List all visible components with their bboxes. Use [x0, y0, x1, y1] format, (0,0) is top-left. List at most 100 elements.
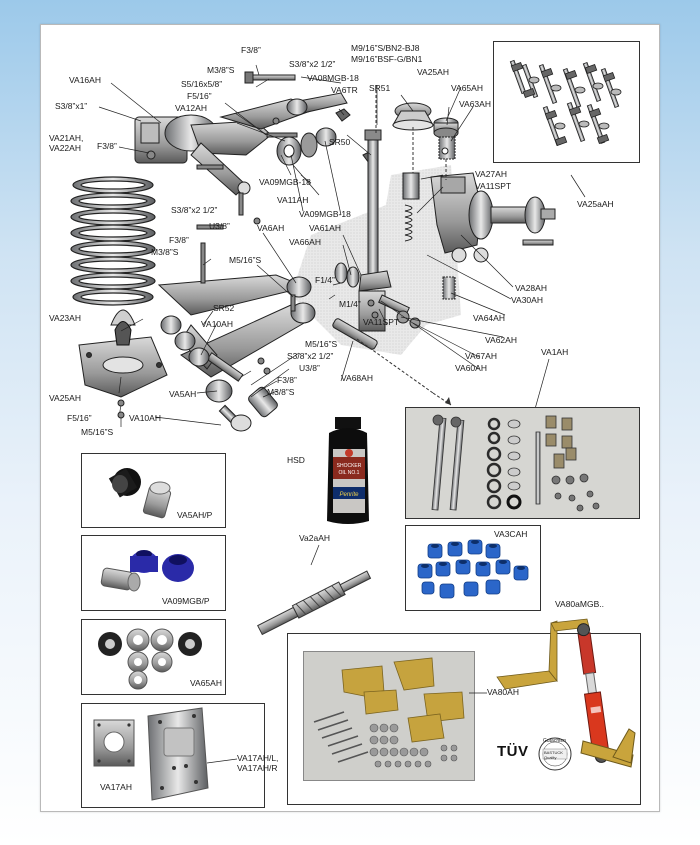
dashed-guides	[356, 85, 452, 406]
lower-bushes	[160, 315, 210, 367]
label-va08mgb18: VA08MGB-18	[307, 73, 359, 83]
label-va27ah: VA27AH	[475, 169, 507, 179]
dashed-arrowhead	[445, 397, 451, 405]
stud-m516	[290, 294, 296, 312]
label-f38-low: F3/8”	[277, 375, 297, 385]
bushes-top	[433, 117, 459, 160]
label-va60ah: VA60AH	[455, 363, 487, 373]
box-va17ah: VA17AH	[81, 703, 265, 808]
label-va61ah: VA61AH	[309, 223, 341, 233]
kit-box-va25aah	[493, 41, 640, 163]
va65ah-washers	[98, 628, 202, 690]
label-va5ahp: VA5AH/P	[177, 510, 213, 520]
telescopic-shock-kit	[496, 618, 636, 768]
seal-top-text: Gutachten	[543, 738, 567, 744]
box-va5ahp: VA5AH/P	[81, 453, 226, 528]
tuv-mark: TÜV	[497, 743, 529, 760]
bottle-sub: Penrite	[339, 492, 359, 498]
top-bolt	[250, 74, 296, 81]
bolt-va68ah	[332, 318, 378, 350]
label-va10ah-mid: VA10AH	[201, 319, 233, 329]
label-va11spt-top: VA11SPT	[475, 181, 512, 191]
label-f38-left: F3/8”	[97, 141, 117, 151]
va5ahp-bushes	[108, 468, 172, 519]
sleeve-va27ah	[402, 172, 420, 200]
label-va09mgb18-a: VA09MGB-18	[259, 177, 311, 187]
label-va21-22: VA21AH, VA22AH	[49, 133, 84, 153]
va3cah-bushes	[417, 539, 529, 599]
label-va11spt-low: VA11SPT	[363, 317, 400, 327]
label-s38x1: S3/8”x1”	[55, 101, 88, 111]
va17ah-plates	[93, 707, 209, 801]
box-va09mgbp: VA09MGB/P	[81, 535, 226, 611]
va80ah-hardware-photo	[304, 652, 474, 780]
bottle-brand-line1: SHOCKER	[337, 463, 362, 469]
label-va62ah: VA62AH	[485, 335, 517, 345]
spring-pan	[78, 309, 168, 398]
label-va10ah-low: VA10AH	[129, 413, 161, 423]
label-m516s-left: M5/16”S	[81, 427, 114, 437]
small-fasteners	[117, 117, 379, 419]
label-va1ah: VA1AH	[541, 347, 569, 357]
label-hsd: HSD	[287, 455, 305, 465]
label-va5ah: VA5AH	[169, 389, 197, 399]
label-va25ah-left: VA25AH	[49, 393, 81, 403]
bottle-brand-line2: OIL NO.1	[339, 470, 360, 476]
box-va65ah: VA65AH	[81, 619, 226, 695]
va1ah-kit-photo	[406, 408, 639, 518]
stud-va21	[196, 224, 224, 230]
bottle-graphic: SHOCKER OIL NO.1 Penrite	[327, 417, 369, 524]
label-va30ah: VA30AH	[511, 295, 543, 305]
seal-sub-text: BASTUCK Quality	[544, 750, 563, 760]
label-va63ah: VA63AH	[459, 99, 491, 109]
label-u38-low: U3/8”	[299, 363, 320, 373]
label-va68ah: VA68AH	[341, 373, 373, 383]
label-m14: M1/4”	[339, 299, 361, 309]
label-m38s-low: M3/8”S	[267, 387, 295, 397]
label-s38x12-low: S3/8”x2 1/2”	[287, 351, 334, 361]
seal-icon	[538, 737, 572, 771]
label-va64ah: VA64AH	[473, 313, 505, 323]
shocker-oil-bottle: SHOCKER OIL NO.1 Penrite	[317, 417, 379, 527]
stud-f38	[196, 164, 224, 170]
label-va80amgb: VA80aMGB..	[555, 599, 604, 609]
label-sr51: SR51	[369, 83, 391, 93]
box-va3cah: VA3CAH	[405, 525, 541, 611]
leader-va17ahlr	[207, 758, 237, 764]
label-va17ah: VA17AH	[100, 782, 132, 792]
upper-mount	[392, 102, 434, 131]
nut-va6tr	[335, 108, 351, 122]
label-va09mgbp: VA09MGB/P	[162, 596, 210, 606]
label-s38x12-top: S3/8”x2 1/2”	[289, 59, 336, 69]
label-m916bsf: M9/16”BSF-G/BN1	[351, 54, 423, 64]
label-va16ah: VA16AH	[69, 75, 101, 85]
reamer-tool	[257, 544, 372, 636]
suspension-exploded-diagram	[70, 64, 586, 432]
label-va80ah: VA80AH	[487, 687, 519, 697]
label-va25aah: VA25aAH	[577, 199, 614, 209]
label-f38-top: F3/8”	[241, 45, 261, 55]
label-va65ah-product: VA65AH	[190, 678, 222, 688]
label-va3cah: VA3CAH	[494, 529, 528, 539]
photo-va1ah	[405, 407, 640, 519]
coil-spring	[70, 176, 156, 306]
leader-va80ah	[469, 692, 487, 694]
catalog-page: F3/8” S3/8”x2 1/2” M3/8”S VA08MGB-18 VA6…	[40, 24, 660, 812]
stub-axle	[430, 172, 556, 263]
lower-wishbone	[157, 274, 316, 378]
label-va17ahlr: VA17AH/L, VA17AH/R	[237, 753, 279, 773]
label-s38x12-mid: S3/8”x2 1/2”	[171, 205, 218, 215]
label-va12ah: VA12AH	[175, 103, 207, 113]
tuv-badge: TÜV Gutachten BASTUCK Quality	[497, 737, 577, 771]
label-f14: F1/4”	[315, 275, 335, 285]
label-va23ah: VA23AH	[49, 313, 81, 323]
label-f38-mid: F3/8”	[169, 235, 189, 245]
label-va11ah: VA11AH	[277, 195, 309, 205]
label-m516s-low: M5/16”S	[305, 339, 338, 349]
label-m516s-mid: M5/16”S	[229, 255, 262, 265]
label-m38s-mid: M3/8”S	[151, 247, 179, 257]
label-va09mgb18-b: VA09MGB-18	[299, 209, 351, 219]
stud-f516	[266, 132, 298, 138]
shock-absorber	[134, 114, 272, 196]
va09mgbp-bushes	[100, 550, 194, 592]
